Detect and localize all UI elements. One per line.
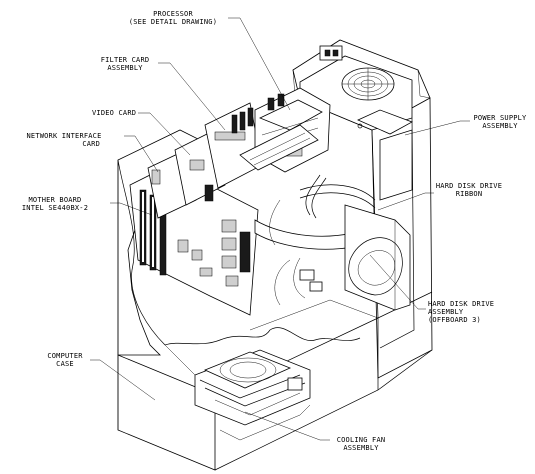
cooling-fan-label: COOLING FAN ASSEMBLY <box>328 436 394 452</box>
mother-board-label: MOTHER BOARD INTEL SE440BX-2 <box>2 196 108 212</box>
computer-case-label-line2: CASE <box>56 360 74 368</box>
power-supply-label-line2: ASSEMBLY <box>482 122 518 130</box>
filter-card-label-line1: FILTER CARD <box>100 56 150 64</box>
hdd-ribbon-label-line2: RIBBON <box>455 190 483 198</box>
hdd-ribbon-label: HARD DISK DRIVE RIBBON <box>434 182 504 198</box>
network-card-label-line1: NETWORK INTERFACE <box>26 132 102 140</box>
computer-case-label: COMPUTER CASE <box>40 352 90 368</box>
hdd-assembly-label: HARD DISK DRIVE ASSEMBLY (OFFBOARD 3) <box>428 300 494 324</box>
expansion-cards <box>147 102 263 219</box>
processor <box>239 87 331 173</box>
power-supply-label: POWER SUPPLY ASSEMBLY <box>468 114 532 130</box>
hdd-assembly-label-line3: (OFFBOARD 3) <box>428 316 481 324</box>
hdd-assembly-label-line1: HARD DISK DRIVE <box>428 300 495 308</box>
hard-disk-drive-assembly <box>344 204 411 311</box>
network-card-label: NETWORK INTERFACE CARD <box>4 132 124 148</box>
hdd-assembly-label-line2: ASSEMBLY <box>428 308 464 316</box>
cooling-fan-label-line1: COOLING FAN <box>336 436 386 444</box>
processor-label-line2: (SEE DETAIL DRAWING) <box>128 18 218 26</box>
network-card-label-line2: CARD <box>82 140 100 148</box>
mother-board-label-line2: INTEL SE440BX-2 <box>21 204 89 212</box>
cooling-fan-label-line2: ASSEMBLY <box>343 444 379 452</box>
mother-board-label-line1: MOTHER BOARD <box>28 196 82 204</box>
hdd-ribbon-label-line1: HARD DISK DRIVE <box>435 182 503 190</box>
computer-case-label-line1: COMPUTER <box>47 352 83 360</box>
processor-label: PROCESSOR (SEE DETAIL DRAWING) <box>118 10 228 26</box>
power-supply-label-line1: POWER SUPPLY <box>473 114 527 122</box>
processor-label-line1: PROCESSOR <box>153 10 193 18</box>
video-card-label-line1: VIDEO CARD <box>92 109 137 117</box>
filter-card-label: FILTER CARD ASSEMBLY <box>90 56 160 72</box>
filter-card-label-line2: ASSEMBLY <box>107 64 143 72</box>
cooling-fan-assembly <box>194 349 311 441</box>
video-card-label: VIDEO CARD <box>92 109 136 117</box>
leader-lines <box>90 17 470 441</box>
